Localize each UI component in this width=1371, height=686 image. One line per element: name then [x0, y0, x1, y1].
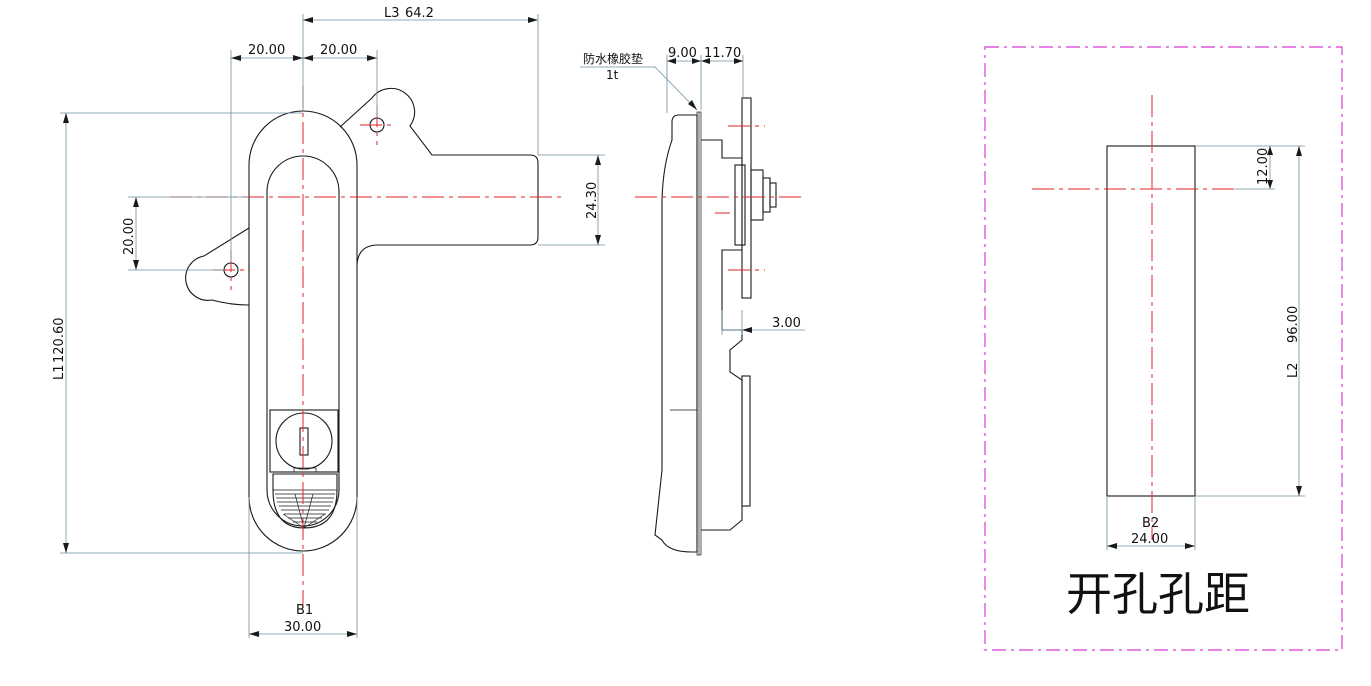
gasket-label: 防水橡胶垫 — [583, 51, 643, 66]
dim-l3-value: 64.2 — [405, 6, 434, 21]
dim-1170: 11.70 — [704, 46, 741, 61]
dim-9600: 96.00 — [1286, 306, 1301, 343]
lock-tab — [293, 467, 317, 473]
cutout-title: 开孔孔距 — [1066, 567, 1250, 621]
side-body — [654, 114, 698, 553]
lower-ear — [185, 227, 250, 306]
lock-panel — [269, 409, 339, 473]
cutout-view: 12.00 96.00 L2 B2 24.00 开孔孔距 — [984, 46, 1343, 651]
dim-l3-label: L3 — [384, 6, 400, 21]
grip-pad — [272, 473, 338, 529]
cutout-rectangle — [1106, 145, 1196, 497]
dim-left-20: 20.00 — [122, 218, 137, 255]
side-view: 防水橡胶垫 1t 9.00 11.70 3.00 — [580, 46, 805, 556]
dim-2400: 24.00 — [1131, 532, 1168, 547]
cutout-frame — [984, 46, 1343, 651]
key-slot — [299, 427, 309, 456]
dim-right-2430: 24.30 — [585, 182, 600, 219]
dim-b2-label: B2 — [1142, 516, 1159, 531]
dim-b1-value: 30.00 — [284, 620, 321, 635]
dim-l2-label: L2 — [1286, 362, 1301, 378]
dim-300: 3.00 — [772, 316, 801, 331]
grip-ribs — [273, 489, 337, 529]
front-view: L3 64.2 20.00 20.00 20.00 24.30 L1 120 — [52, 6, 605, 638]
dim-l1-value: 120.60 — [52, 318, 67, 364]
cam-plate — [741, 97, 752, 299]
dim-b1-label: B1 — [296, 603, 313, 618]
lock-cylinder — [275, 412, 333, 470]
dim-top-right: 20.00 — [320, 43, 357, 58]
latch-arm — [339, 87, 539, 266]
dim-1200: 12.00 — [1256, 148, 1271, 185]
dim-top-left: 20.00 — [248, 43, 285, 58]
dim-l1-label: L1 — [52, 364, 67, 380]
dim-900: 9.00 — [668, 46, 697, 61]
gasket-thickness: 1t — [606, 68, 619, 82]
gasket-leader — [580, 66, 698, 111]
rear-housing — [701, 139, 743, 531]
